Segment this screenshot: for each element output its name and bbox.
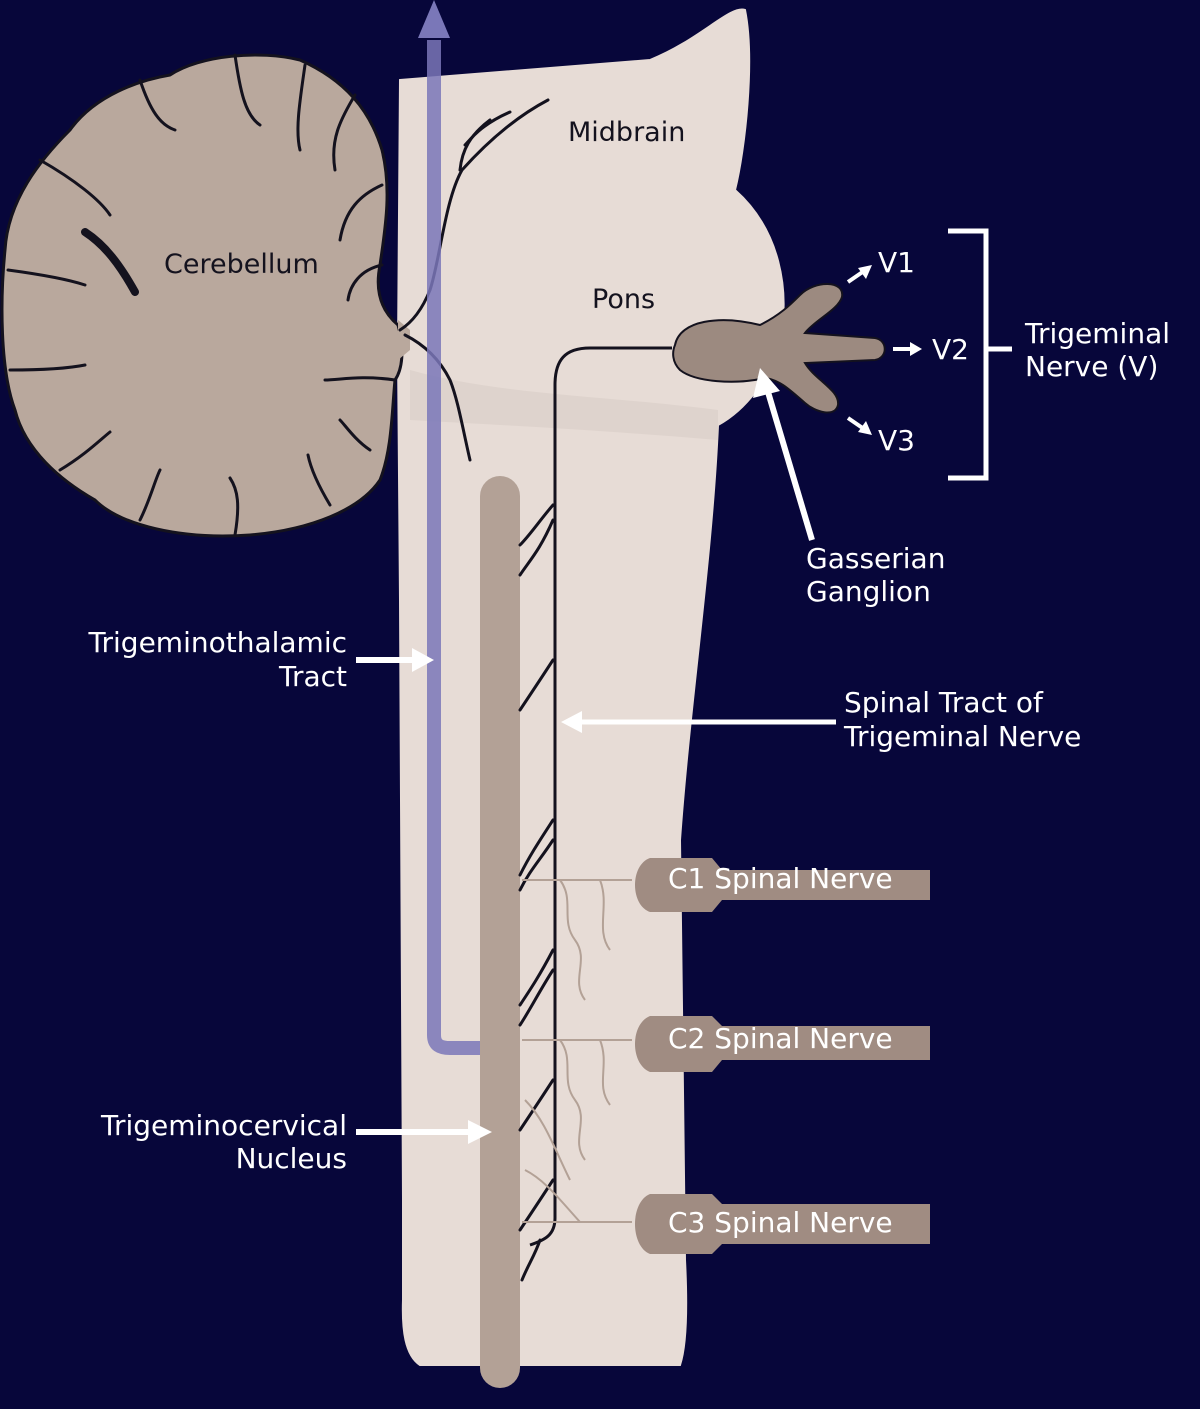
spinal-tract-arrow: [561, 711, 836, 733]
spinal-tract-branches: [518, 503, 555, 1282]
tract-arrowhead: [418, 0, 450, 38]
spinal-tract: [529, 346, 672, 1247]
cerebellum-shape: [0, 53, 404, 538]
midbrain-fibers: [398, 98, 550, 462]
pons-shading: [410, 370, 718, 440]
midbrain-label: Midbrain: [568, 117, 685, 148]
trigeminothalamic-label-1: Trigeminothalamic: [88, 626, 347, 659]
spinal-tract-label-1: Spinal Tract of: [844, 686, 1044, 719]
v3-label: V3: [878, 424, 915, 457]
gasserian-arrow: [753, 368, 815, 541]
gasserian-label-2: Ganglion: [806, 575, 931, 608]
gasserian-label-1: Gasserian: [806, 542, 945, 575]
trigeminocervical-arrow: [356, 1120, 492, 1144]
c3-label: C3 Spinal Nerve: [668, 1206, 893, 1239]
spinal-tract-label-2: Trigeminal Nerve: [843, 720, 1081, 753]
trigeminocervical-label-2: Nucleus: [236, 1142, 347, 1175]
trigeminothalamic-arrow: [356, 648, 434, 672]
c1-spinal-nerve: C1 Spinal Nerve: [635, 858, 930, 912]
v-branch-arrows: [846, 265, 922, 435]
gasserian-ganglion: [672, 283, 886, 414]
cerebellar-slit: [81, 228, 139, 296]
c3-spinal-nerve: C3 Spinal Nerve: [635, 1194, 930, 1254]
trigeminocervical-nucleus: [480, 476, 520, 1388]
c1-label: C1 Spinal Nerve: [668, 862, 893, 895]
trigeminal-bracket: [948, 228, 1012, 481]
cerebellum-label: Cerebellum: [164, 249, 319, 280]
trigeminal-nerve-label-2: Nerve (V): [1025, 350, 1158, 383]
c2-label: C2 Spinal Nerve: [668, 1022, 893, 1055]
v1-label: V1: [878, 246, 915, 279]
trigeminocervical-label-1: Trigeminocervical: [100, 1109, 347, 1142]
pons-label: Pons: [592, 284, 655, 315]
trigeminothalamic-label-2: Tract: [278, 660, 347, 693]
v2-label: V2: [932, 333, 969, 366]
trigeminothalamic-tract: [427, 40, 483, 1055]
trigeminal-nerve-label-1: Trigeminal: [1024, 317, 1170, 350]
c2-spinal-nerve: C2 Spinal Nerve: [635, 1016, 930, 1072]
cervical-fibers: [522, 879, 632, 1223]
